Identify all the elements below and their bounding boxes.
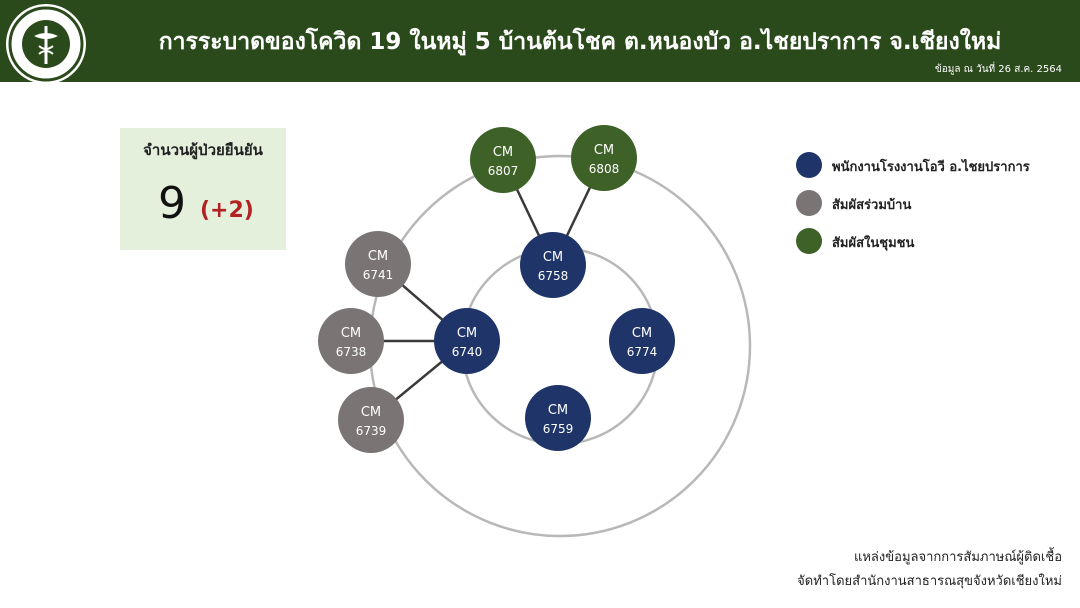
case-node-6740: CM 6740 — [434, 308, 500, 374]
case-node-6759: CM 6759 — [525, 385, 591, 451]
confirmed-cases-change: (+2) — [200, 198, 254, 223]
legend-label: พนักงานโรงงานโอวี อ.ไชยปราการ — [832, 160, 1030, 175]
case-node-number: 6758 — [538, 269, 569, 283]
case-node-number: 6807 — [488, 164, 519, 178]
case-node-circle — [338, 387, 404, 453]
case-node-circle — [318, 308, 384, 374]
case-node-prefix: CM — [548, 403, 568, 418]
case-node-prefix: CM — [457, 326, 477, 341]
confirmed-cases-label: จำนวนผู้ป่วยยืนยัน — [143, 141, 263, 159]
case-node-prefix: CM — [594, 143, 614, 158]
legend-swatch-factory-worker — [796, 152, 822, 178]
case-node-circle — [609, 308, 675, 374]
header-bar: การระบาดของโควิด 19 ในหมู่ 5 บ้านต้นโชค … — [0, 0, 1080, 84]
case-node-prefix: CM — [361, 405, 381, 420]
case-node-6807: CM 6807 — [470, 127, 536, 193]
case-node-number: 6774 — [627, 345, 658, 359]
legend-label: สัมผัสร่วมบ้าน — [832, 198, 912, 213]
case-node-number: 6808 — [589, 162, 620, 176]
case-node-circle — [571, 125, 637, 191]
case-node-prefix: CM — [368, 249, 388, 264]
case-node-prefix: CM — [543, 250, 563, 265]
case-node-number: 6759 — [543, 422, 574, 436]
case-node-6774: CM 6774 — [609, 308, 675, 374]
ministry-seal-logo — [6, 4, 86, 84]
case-node-circle — [434, 308, 500, 374]
confirmed-cases-box: จำนวนผู้ป่วยยืนยัน 9 (+2) — [120, 128, 286, 250]
legend-swatch-household-contact — [796, 190, 822, 216]
legend-swatch-community-contact — [796, 228, 822, 254]
confirmed-cases-value: 9 — [158, 178, 186, 229]
credit-line: จัดทำโดยสำนักงานสาธารณสุขจังหวัดเชียงใหม… — [797, 574, 1062, 589]
case-node-6741: CM 6741 — [345, 231, 411, 297]
case-node-circle — [345, 231, 411, 297]
case-node-circle — [470, 127, 536, 193]
case-node-prefix: CM — [493, 145, 513, 160]
date-note: ข้อมูล ณ วันที่ 26 ส.ค. 2564 — [934, 64, 1062, 75]
case-node-prefix: CM — [632, 326, 652, 341]
case-node-number: 6739 — [356, 424, 387, 438]
footer-source: แหล่งข้อมูลจากการสัมภาษณ์ผู้ติดเชื้อ จัด… — [797, 546, 1062, 594]
case-node-6738: CM 6738 — [318, 308, 384, 374]
case-node-6739: CM 6739 — [338, 387, 404, 453]
page-title: การระบาดของโควิด 19 ในหมู่ 5 บ้านต้นโชค … — [158, 29, 1002, 55]
case-node-6758: CM 6758 — [520, 232, 586, 298]
case-node-6808: CM 6808 — [571, 125, 637, 191]
case-node-circle — [525, 385, 591, 451]
outer-ring — [368, 154, 752, 538]
nodes-layer: CM6807CM6808CM6758CM6741CM6738CM6739CM67… — [318, 125, 675, 453]
case-node-number: 6741 — [363, 268, 394, 282]
case-node-circle — [520, 232, 586, 298]
source-line: แหล่งข้อมูลจากการสัมภาษณ์ผู้ติดเชื้อ — [853, 550, 1062, 565]
case-node-prefix: CM — [341, 326, 361, 341]
case-node-number: 6740 — [452, 345, 483, 359]
legend-label: สัมผัสในชุมชน — [832, 236, 915, 251]
case-node-number: 6738 — [336, 345, 367, 359]
